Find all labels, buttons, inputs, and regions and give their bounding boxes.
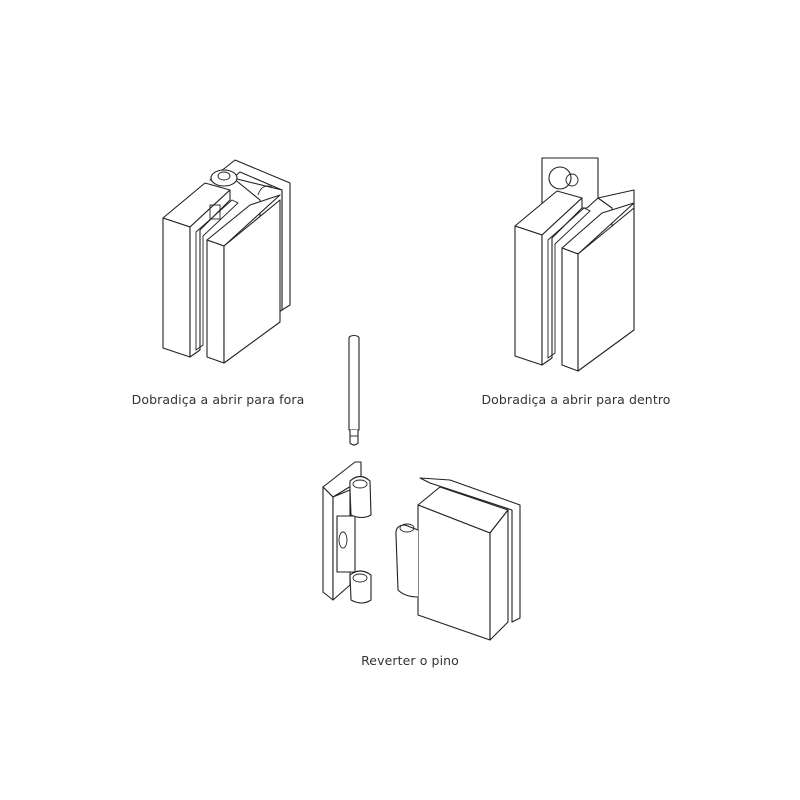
hinge-inward-illustration [514, 157, 635, 372]
hinge-knuckle-part-illustration [322, 461, 372, 604]
label-reverse-pin: Reverter o pino [361, 653, 459, 668]
label-inward-hinge: Dobradiça a abrir para dentro [481, 392, 671, 407]
label-outward-hinge: Dobradiça a abrir para fora [131, 392, 305, 407]
hinge-outward-illustration [162, 159, 291, 364]
hinge-block-part-illustration [395, 477, 521, 641]
hinge-pin-illustration [348, 334, 360, 446]
